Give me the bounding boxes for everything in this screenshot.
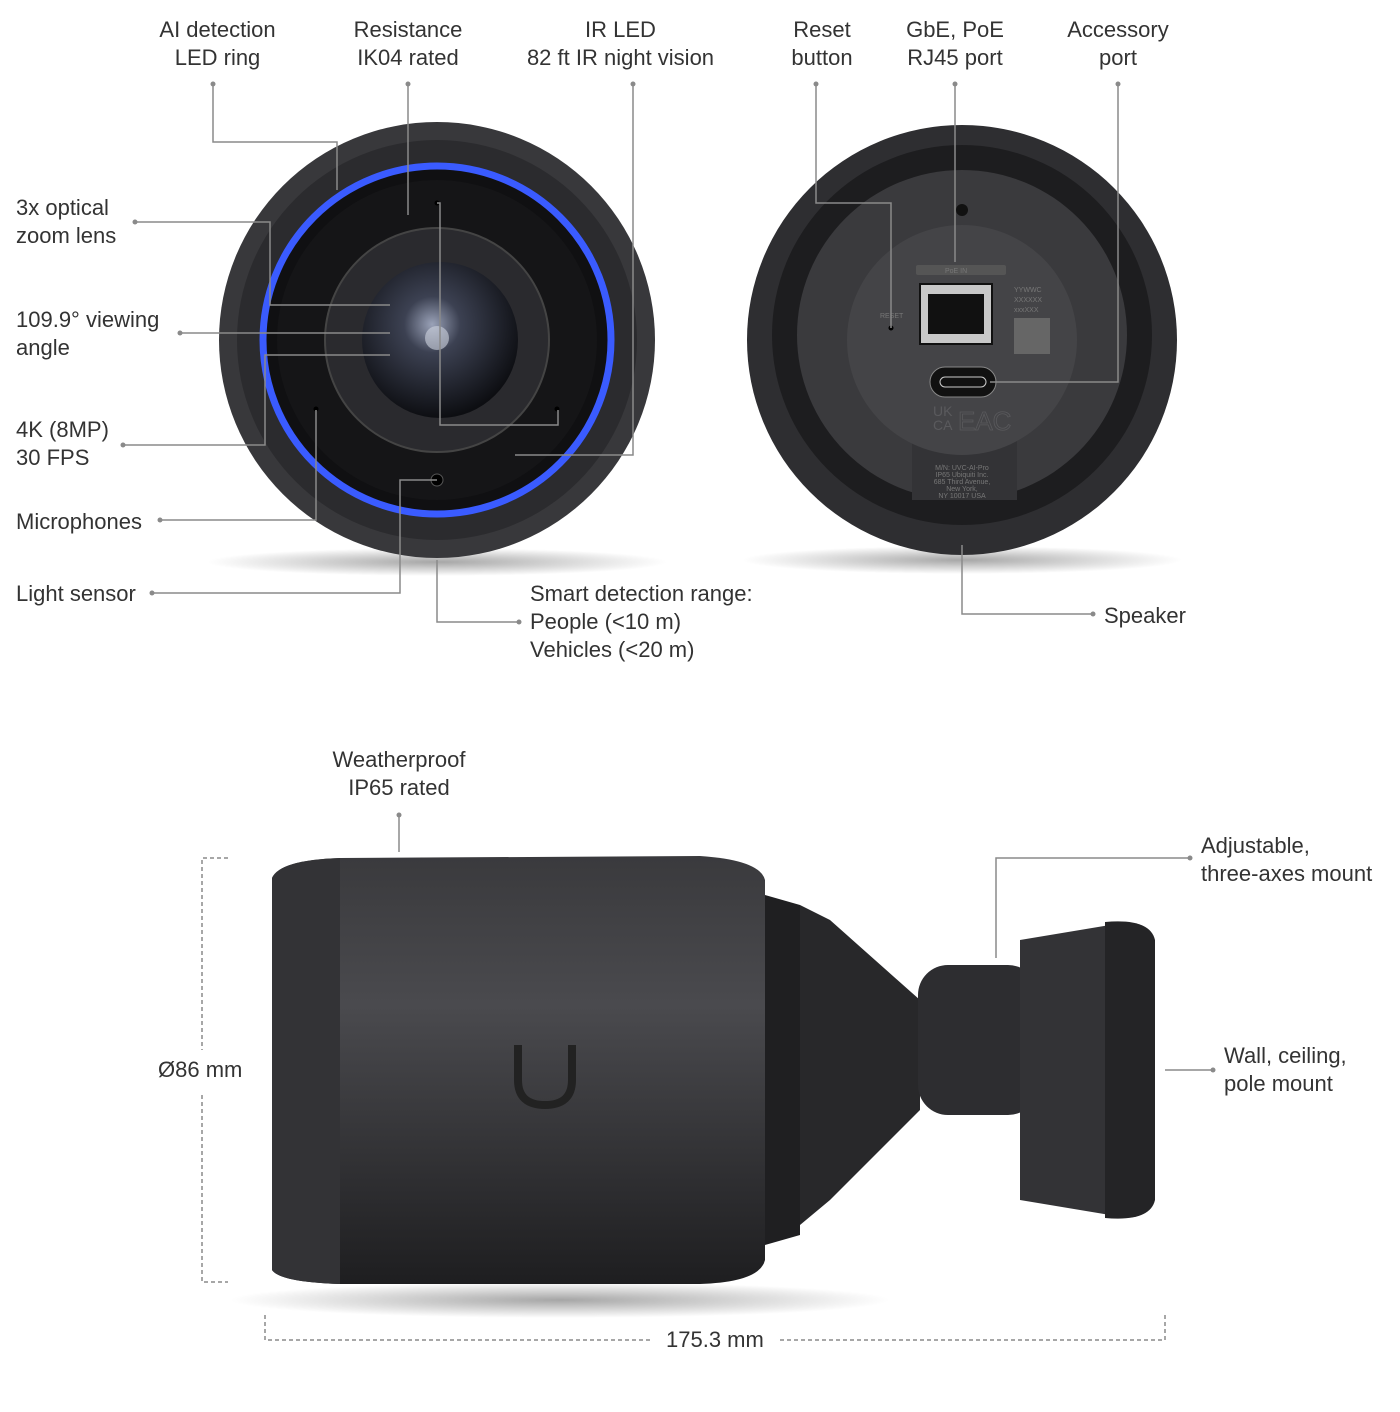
poe-in-marking: PoE IN (945, 268, 967, 275)
label-line: port (1099, 45, 1137, 70)
label-line: Reset (793, 17, 851, 42)
label-accessory-port: Accessory port (1058, 16, 1178, 72)
label-line: Smart detection range: (530, 581, 753, 606)
model-markings: M/N: UVC-AI-Pro IP65 Ubiquiti Inc. 685 T… (934, 465, 991, 500)
model-line: NY 10017 USA (938, 493, 986, 500)
label-smart-detection: Smart detection range: People (<10 m) Vehi… (530, 580, 753, 664)
serial-line: xxxXXX (1014, 307, 1039, 314)
label-line: button (791, 45, 853, 70)
ukca-mark: UK (933, 403, 953, 419)
label-line: Accessory (1067, 17, 1169, 42)
dimension-lines (201, 857, 1166, 1341)
label-line: People (<10 m) (530, 609, 682, 634)
qr-code (1014, 318, 1050, 354)
eac-mark: EAC (958, 406, 1011, 436)
label-mount-type: Wall, ceiling, pole mount (1224, 1042, 1347, 1098)
microphone-left (313, 406, 319, 412)
label-light-sensor: Light sensor (16, 581, 136, 606)
label-viewing-angle: 109.9° viewing angle (16, 306, 159, 362)
label-zoom-lens: 3x optical zoom lens (16, 194, 116, 250)
label-rj45-port: GbE, PoE RJ45 port (890, 16, 1020, 72)
label-line: zoom lens (16, 223, 117, 248)
label-line: Resistance (353, 17, 463, 42)
back-view-camera: PoE IN RESET YYWWC XXXXXX xxxXXX UK CA E… (742, 125, 1182, 574)
label-speaker: Speaker (1104, 603, 1186, 628)
model-line: New York, (946, 486, 978, 493)
label-reset-button: Reset button (772, 16, 872, 72)
label-microphones: Microphones (16, 509, 142, 534)
serial-line: XXXXXX (1014, 297, 1042, 304)
dimension-diameter: Ø86 mm (158, 1057, 243, 1082)
label-ir-led: IR LED 82 ft IR night vision (513, 16, 728, 72)
label-adjustable-mount: Adjustable, three-axes mount (1201, 832, 1372, 888)
ukca-mark: CA (933, 417, 953, 433)
label-line: 30 FPS (16, 445, 90, 470)
label-line: 4K (8MP) (16, 417, 109, 442)
label-line: three-axes mount (1201, 861, 1373, 886)
label-line: GbE, PoE (906, 17, 1004, 42)
serial-line: YYWWC (1014, 287, 1042, 294)
model-line: 685 Third Avenue, (934, 479, 991, 486)
label-line: IK04 rated (357, 45, 459, 70)
label-line: IR LED (585, 17, 656, 42)
label-line: RJ45 port (907, 45, 1003, 70)
label-line: AI detection (159, 17, 276, 42)
ubiquiti-logo (514, 1045, 576, 1110)
label-resolution: 4K (8MP) 30 FPS (16, 416, 109, 472)
label-line: Wall, ceiling, (1224, 1043, 1347, 1068)
label-line: pole mount (1224, 1071, 1333, 1096)
leader-dots (120, 81, 1216, 1073)
label-line: LED ring (174, 45, 261, 70)
dimension-length: 175.3 mm (666, 1327, 764, 1352)
label-line: 109.9° viewing (16, 307, 160, 332)
label-line: Vehicles (<20 m) (530, 637, 695, 662)
side-view-camera (230, 856, 1155, 1318)
model-line: M/N: UVC-AI-Pro (935, 465, 989, 472)
label-line: 3x optical (16, 195, 109, 220)
label-line: IP65 rated (348, 775, 450, 800)
label-line: angle (16, 335, 70, 360)
reset-marking: RESET (880, 313, 904, 320)
label-line: Weatherproof (332, 747, 466, 772)
front-view-camera (207, 122, 667, 576)
label-line: 82 ft IR night vision (526, 45, 715, 70)
leader-lines (123, 84, 1213, 1071)
label-line: Adjustable, (1201, 833, 1310, 858)
model-line: IP65 Ubiquiti Inc. (936, 472, 989, 479)
